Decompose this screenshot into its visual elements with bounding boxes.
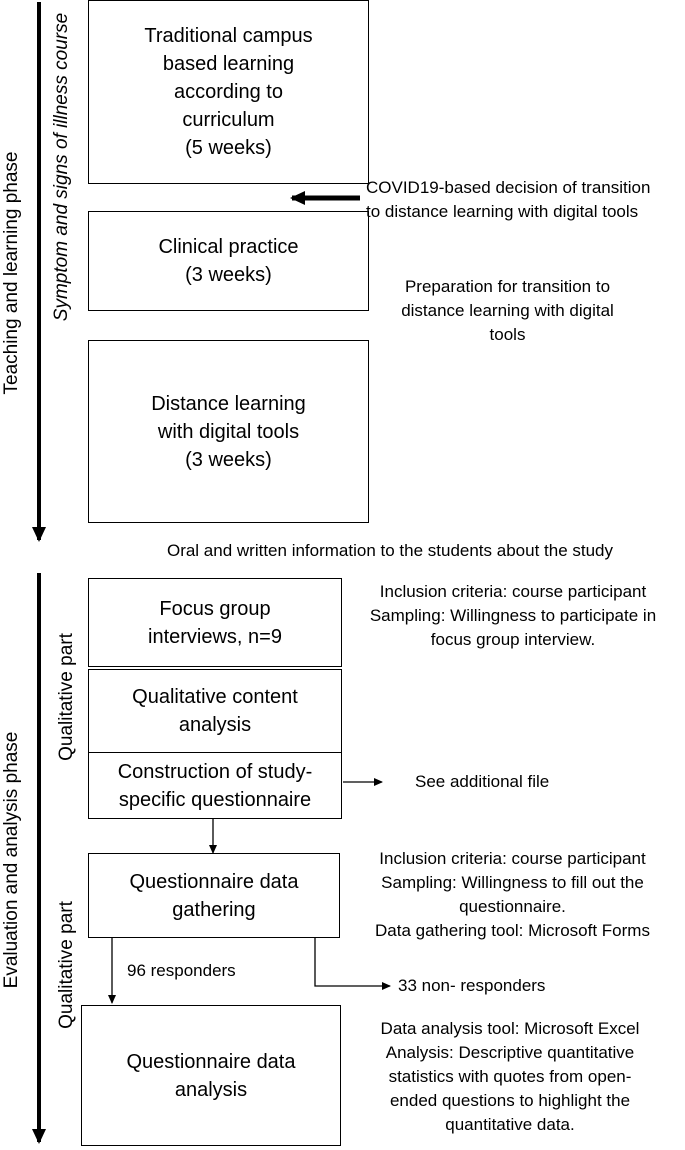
data-gathering-text: Questionnaire data gathering bbox=[129, 870, 299, 921]
teaching-phase-label: Teaching and learning phase bbox=[1, 151, 22, 395]
analysis-tool-note: Data analysis tool: Microsoft Excel Anal… bbox=[380, 1019, 640, 1134]
distance-learning-text: Distance learning with digital tools (3 … bbox=[151, 392, 306, 471]
covid-decision-note: COVID19-based decision of transition to … bbox=[366, 178, 651, 221]
focus-group-text: Focus group interviews, n=9 bbox=[148, 597, 282, 648]
campus-learning-box: Traditional campus based learning accord… bbox=[88, 0, 369, 184]
evaluation-phase-label: Evaluation and analysis phase bbox=[1, 731, 22, 989]
construction-text: Construction of study- specific question… bbox=[117, 760, 313, 811]
data-gathering-box: Questionnaire data gathering bbox=[88, 853, 340, 938]
non-responders-label: 33 non- responders bbox=[398, 976, 546, 995]
responders-label: 96 responders bbox=[127, 961, 236, 980]
inclusion-questionnaire-note: Inclusion criteria: course participant S… bbox=[375, 849, 650, 940]
distance-learning-box: Distance learning with digital tools (3 … bbox=[88, 340, 369, 523]
data-analysis-text: Questionnaire data analysis bbox=[126, 1050, 296, 1101]
focus-group-box: Focus group interviews, n=9 bbox=[88, 578, 342, 667]
construction-box: Construction of study- specific question… bbox=[88, 752, 342, 819]
clinical-practice-text: Clinical practice (3 weeks) bbox=[158, 236, 299, 286]
content-analysis-text: Qualitative content analysis bbox=[132, 686, 298, 736]
non-responders-arrow bbox=[314, 938, 391, 990]
data-analysis-box: Questionnaire data analysis bbox=[81, 1005, 341, 1146]
symptom-course-label: Symptom and signs of illness course bbox=[51, 12, 72, 322]
inclusion-focus-note: Inclusion criteria: course participant S… bbox=[369, 582, 657, 649]
oral-written-note: Oral and written information to the stud… bbox=[166, 541, 614, 560]
see-additional-file-note: See additional file bbox=[415, 772, 550, 791]
clinical-practice-box: Clinical practice (3 weeks) bbox=[88, 211, 369, 311]
preparation-note: Preparation for transition to distance l… bbox=[401, 277, 614, 344]
qualitative-part-label-2: Qualitative part bbox=[56, 901, 77, 1029]
qualitative-part-label-1: Qualitative part bbox=[56, 633, 77, 761]
campus-learning-text: Traditional campus based learning accord… bbox=[144, 25, 313, 159]
content-analysis-box: Qualitative content analysis bbox=[88, 669, 342, 753]
